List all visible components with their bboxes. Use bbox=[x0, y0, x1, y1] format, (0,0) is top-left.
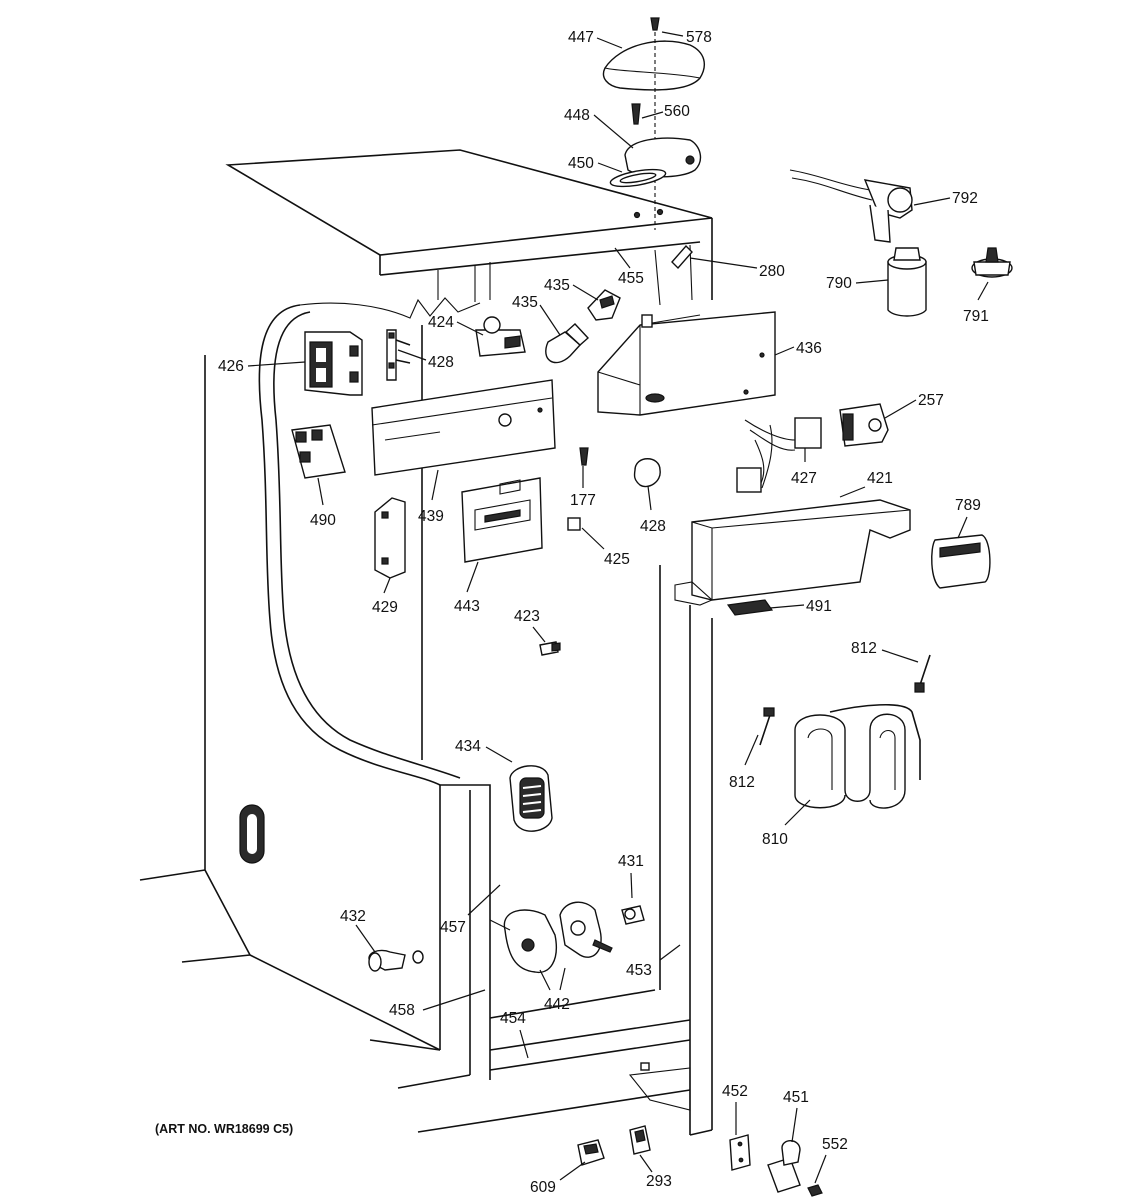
label-552: 552 bbox=[822, 1136, 848, 1153]
cover-789 bbox=[931, 534, 991, 589]
label-431: 431 bbox=[618, 853, 644, 870]
label-439: 439 bbox=[418, 508, 444, 525]
channel-421 bbox=[674, 499, 911, 606]
label-435-socket: 435 bbox=[544, 277, 570, 294]
label-790: 790 bbox=[826, 275, 852, 292]
part-labels: 447 578 448 560 450 792 280 455 435 435 … bbox=[218, 29, 989, 1196]
control-housing-top bbox=[602, 17, 706, 230]
label-434: 434 bbox=[455, 738, 481, 755]
label-443: 443 bbox=[454, 598, 480, 615]
control-442 bbox=[503, 901, 613, 973]
knob-431 bbox=[621, 905, 645, 925]
label-447: 447 bbox=[568, 29, 594, 46]
screw-552 bbox=[807, 1184, 823, 1197]
bracket-428-top bbox=[386, 329, 411, 381]
art-number-caption: (ART NO. WR18699 C5) bbox=[155, 1122, 293, 1136]
housing-436 bbox=[597, 311, 776, 416]
timer-257 bbox=[839, 403, 889, 447]
leader-lines bbox=[247, 31, 989, 1184]
label-792: 792 bbox=[952, 190, 978, 207]
cabinet-outline bbox=[139, 149, 713, 1136]
label-458: 458 bbox=[389, 1002, 415, 1019]
label-578: 578 bbox=[686, 29, 712, 46]
label-177: 177 bbox=[570, 492, 596, 509]
label-812-lower: 812 bbox=[729, 774, 755, 791]
label-425: 425 bbox=[604, 551, 630, 568]
side-vent bbox=[239, 804, 265, 864]
label-452: 452 bbox=[722, 1083, 748, 1100]
label-280: 280 bbox=[759, 263, 785, 280]
label-812-upper: 812 bbox=[851, 640, 877, 657]
label-491: 491 bbox=[806, 598, 832, 615]
light-shield-439 bbox=[371, 379, 556, 476]
label-453: 453 bbox=[626, 962, 652, 979]
bulb-423 bbox=[539, 641, 561, 656]
label-436: 436 bbox=[796, 340, 822, 357]
label-442: 442 bbox=[544, 996, 570, 1013]
tube-812-upper bbox=[914, 654, 931, 693]
label-257: 257 bbox=[918, 392, 944, 409]
clip-425 bbox=[567, 517, 581, 531]
pad-491 bbox=[726, 599, 774, 616]
label-457: 457 bbox=[440, 919, 466, 936]
label-426: 426 bbox=[218, 358, 244, 375]
grille-434 bbox=[509, 765, 553, 832]
screw-177 bbox=[579, 447, 589, 466]
label-560: 560 bbox=[664, 103, 690, 120]
label-791: 791 bbox=[963, 308, 989, 325]
part-452 bbox=[729, 1134, 751, 1171]
label-423: 423 bbox=[514, 608, 540, 625]
wire-harness bbox=[258, 297, 481, 786]
label-490: 490 bbox=[310, 512, 336, 529]
label-451: 451 bbox=[783, 1089, 809, 1106]
part-451 bbox=[767, 1140, 801, 1193]
label-810: 810 bbox=[762, 831, 788, 848]
label-424: 424 bbox=[428, 314, 454, 331]
part-293 bbox=[629, 1125, 651, 1155]
heater-810 bbox=[794, 704, 921, 809]
label-435-bulb: 435 bbox=[512, 294, 538, 311]
switch-424 bbox=[475, 316, 526, 357]
label-427: 427 bbox=[791, 470, 817, 487]
cam-428 bbox=[633, 458, 661, 488]
damper-control bbox=[789, 169, 913, 243]
harness-427 bbox=[736, 417, 822, 493]
label-432: 432 bbox=[340, 908, 366, 925]
canister-790 bbox=[887, 247, 927, 317]
label-293: 293 bbox=[646, 1173, 672, 1190]
label-421: 421 bbox=[867, 470, 893, 487]
label-448: 448 bbox=[564, 107, 590, 124]
light-bulb-435 bbox=[545, 323, 590, 364]
socket-435 bbox=[587, 289, 621, 321]
label-455: 455 bbox=[618, 270, 644, 287]
switch-housing-426 bbox=[304, 331, 363, 396]
connector-490 bbox=[291, 424, 346, 479]
bracket-443 bbox=[461, 477, 543, 563]
label-789: 789 bbox=[955, 497, 981, 514]
tube-812-lower bbox=[759, 707, 775, 746]
bracket-429 bbox=[374, 497, 406, 579]
label-450: 450 bbox=[568, 155, 594, 172]
clip-280 bbox=[671, 244, 693, 270]
label-428-top: 428 bbox=[428, 354, 454, 371]
knob-432 bbox=[368, 949, 424, 972]
label-609: 609 bbox=[530, 1179, 556, 1196]
label-454: 454 bbox=[500, 1010, 526, 1027]
label-429: 429 bbox=[372, 599, 398, 616]
part-609 bbox=[577, 1139, 605, 1166]
knob-791 bbox=[971, 247, 1013, 278]
label-428-cam: 428 bbox=[640, 518, 666, 535]
